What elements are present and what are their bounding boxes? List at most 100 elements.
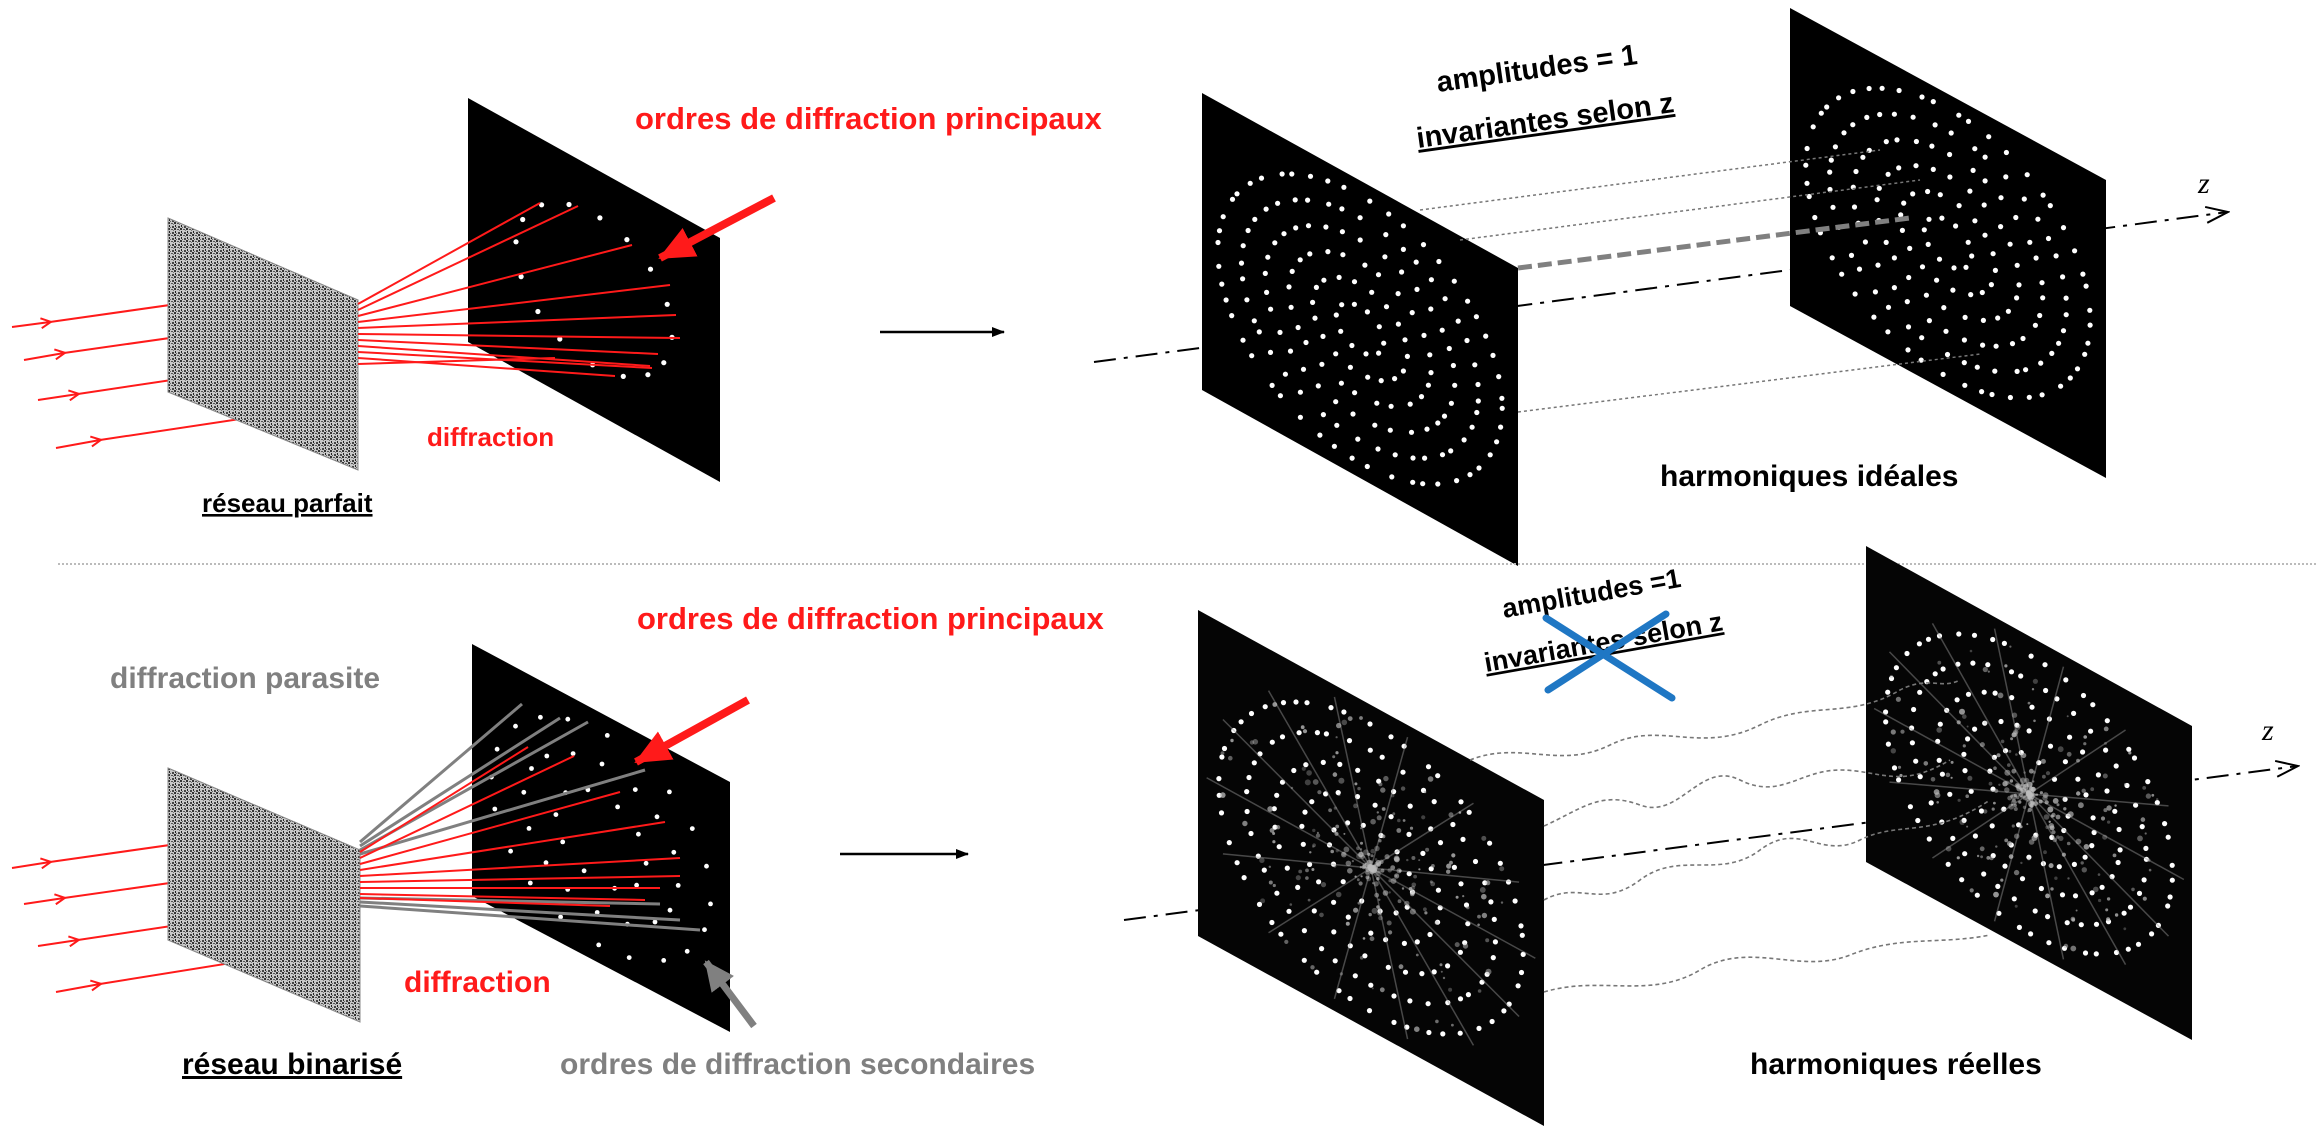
dot: [557, 336, 563, 342]
speckle: [1936, 727, 1942, 733]
dot: [1418, 394, 1425, 400]
dot: [615, 804, 620, 810]
dot: [1326, 842, 1333, 848]
dot: [1410, 479, 1416, 485]
speckle: [1345, 921, 1350, 926]
dot: [1282, 371, 1288, 377]
dot: [2089, 843, 2095, 849]
speckle: [1305, 868, 1309, 873]
speckle: [1353, 907, 1359, 913]
speckle-pattern-left: [1206, 690, 1536, 1046]
dot: [1325, 178, 1331, 184]
dot: [1289, 268, 1295, 274]
speckle: [1307, 898, 1311, 902]
speckle: [1466, 905, 1470, 910]
dot: [1293, 699, 1299, 705]
speckle: [1377, 907, 1382, 912]
speckle: [1409, 826, 1414, 830]
speckle: [1455, 895, 1459, 899]
dot: [1240, 337, 1246, 343]
speckle: [2016, 785, 2022, 792]
dot: [1937, 721, 1943, 727]
speckle: [1499, 866, 1505, 872]
dot: [1331, 443, 1337, 449]
speckle: [1404, 900, 1410, 907]
speckle: [1360, 848, 1363, 851]
dot: [2072, 893, 2079, 899]
speckle: [2009, 645, 2012, 648]
speckle: [1379, 987, 1385, 993]
dot: [1943, 328, 1949, 334]
dot: [1407, 803, 1413, 809]
dot: [1978, 808, 1985, 814]
dot: [1280, 700, 1287, 706]
dot: [1269, 919, 1275, 926]
dot: [1313, 284, 1319, 290]
dot: [1317, 432, 1323, 438]
dot: [2093, 921, 2100, 927]
speckle: [2011, 732, 2017, 738]
speckle: [1356, 878, 1360, 882]
speckle: [2023, 771, 2026, 774]
dot: [1918, 357, 1924, 363]
speckle: [2035, 793, 2039, 796]
dot: [2047, 203, 2053, 209]
dot: [1392, 376, 1398, 382]
dot: [2009, 341, 2016, 347]
speckle-streak: [1370, 867, 1536, 959]
dot: [1435, 773, 1441, 779]
speckle-streak: [1889, 781, 2030, 795]
dot: [2014, 295, 2020, 301]
harmonics-label: harmoniques idéales: [1660, 460, 1958, 493]
dot: [1499, 395, 1505, 401]
dot: [689, 826, 695, 831]
dot: [2167, 894, 2173, 900]
speckle: [1381, 834, 1386, 839]
dot: [1420, 850, 1426, 857]
dot: [1422, 455, 1428, 461]
speckle: [1366, 859, 1373, 866]
speckle: [1351, 860, 1354, 863]
dot: [1850, 122, 1856, 128]
speckle: [2106, 897, 2111, 901]
speckle: [1298, 869, 1303, 874]
dot: [1402, 337, 1408, 343]
speckle: [1986, 856, 1991, 860]
speckle: [1360, 875, 1363, 878]
dot: [1893, 665, 1899, 671]
dot: [2143, 845, 2149, 852]
speckle: [2042, 774, 2046, 779]
dot: [1971, 632, 1978, 638]
parasitic-label: diffraction parasite: [110, 662, 380, 695]
dot: [1291, 767, 1297, 774]
speckle: [2007, 795, 2012, 801]
dot: [2014, 722, 2020, 728]
speckle: [2013, 803, 2017, 808]
speckle: [2137, 835, 2143, 842]
speckle: [2048, 820, 2051, 823]
dot: [1804, 145, 1810, 152]
dot: [2131, 755, 2138, 761]
dot: [2008, 669, 2015, 675]
dot: [2029, 704, 2035, 710]
speckle: [2027, 799, 2030, 802]
speckle: [1997, 692, 2004, 699]
dot: [1427, 931, 1433, 938]
dot: [2021, 196, 2027, 202]
dot: [1262, 270, 1268, 276]
dot: [1240, 243, 1246, 249]
speckle: [1339, 972, 1343, 976]
speckle: [1390, 793, 1395, 798]
speckle: [2004, 664, 2008, 668]
dot: [1407, 401, 1413, 407]
dot: [1961, 337, 1967, 343]
speckle: [1967, 775, 1973, 781]
dot: [2011, 896, 2017, 902]
dot: [1954, 697, 1960, 703]
speckle: [2098, 898, 2102, 903]
dot: [1980, 342, 1986, 348]
speckle: [2022, 783, 2029, 790]
dot: [1325, 249, 1331, 255]
dot: [1968, 788, 1974, 794]
dot: [2071, 710, 2077, 717]
